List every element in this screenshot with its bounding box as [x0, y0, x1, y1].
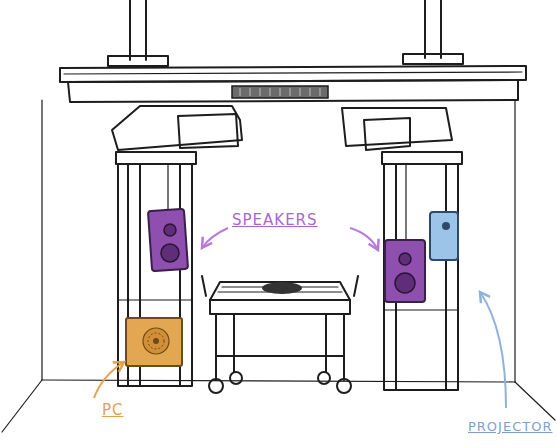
projector-box — [430, 212, 458, 260]
pc-box — [126, 318, 182, 366]
ceiling-beam — [60, 66, 526, 102]
leader-arrow — [94, 228, 506, 408]
ceiling-vent — [232, 86, 328, 98]
truss-tower — [116, 152, 196, 386]
ceiling-rods — [108, 0, 463, 66]
speaker — [385, 164, 425, 302]
part-label: SPEAKERS — [232, 212, 318, 229]
part-label: PC — [102, 402, 124, 419]
part-label: PROJECTOR — [468, 420, 552, 434]
cart — [202, 276, 358, 393]
room-lines — [2, 100, 555, 432]
speaker — [148, 164, 188, 271]
truss-tower — [382, 152, 462, 390]
ceiling-mount — [112, 106, 452, 150]
